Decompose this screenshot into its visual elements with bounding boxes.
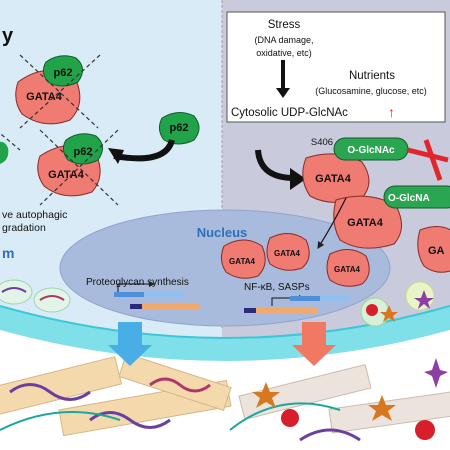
ogl-label-2: O-GlcNA <box>388 193 430 204</box>
right-secretion-arrow <box>292 322 336 366</box>
ogl-label-1: O-GlcNAc <box>347 145 395 156</box>
nuclear-gata4-label-2: GATA4 <box>274 249 300 258</box>
left-edge-label: m <box>2 245 14 261</box>
inhibition-bar <box>407 147 449 163</box>
nuclear-gata4-3: GATA4 <box>326 249 370 287</box>
s406-site-label: S406 <box>311 137 333 148</box>
increase-arrow-icon: ↑ <box>388 104 395 120</box>
nuclear-import-arrow <box>317 197 347 250</box>
p62-binding-arrowhead <box>108 148 124 164</box>
free-p62: p62 <box>158 112 200 145</box>
corner-letter: y <box>2 25 14 47</box>
gata4-label-top: GATA4 <box>26 91 63 103</box>
p62-label-middle: p62 <box>74 146 93 158</box>
extracellular-edge <box>0 330 450 365</box>
nuclear-gata4-1: GATA4 <box>220 239 266 279</box>
stress-down-arrowhead <box>276 88 290 98</box>
left-collagen-fibers <box>0 352 232 437</box>
gene-nfkb <box>244 295 350 313</box>
ogl-gata4-complex-1: GATA4 O-GlcNAc <box>302 137 409 203</box>
nuclear-gata4-label-3: GATA4 <box>334 265 360 274</box>
nutrients-title: Nutrients <box>349 70 395 82</box>
p62-binding-arrow <box>113 139 175 162</box>
stress-box <box>226 11 446 123</box>
gata4-partial-right: GA <box>417 226 450 273</box>
gata4-p62-complex-top: GATA4 p62 <box>15 54 101 129</box>
left-secretion-arrow <box>108 322 152 366</box>
udp-glcnac-label: Cytosolic UDP-GlcNAc <box>231 107 348 119</box>
right-collagen-fibers <box>229 364 450 442</box>
nfkb-label: NF-κB, SASPs <box>244 282 310 293</box>
inhibition-stem <box>423 139 443 181</box>
gata4-label-middle: GATA4 <box>48 169 85 181</box>
gata4-label-ogl2: GATA4 <box>347 217 384 229</box>
stress-title: Stress <box>268 19 301 31</box>
p62-label-top: p62 <box>54 67 73 79</box>
p62-label-free: p62 <box>170 122 189 134</box>
gata4-p62-complex-edge <box>0 132 21 164</box>
membrane-edge-top <box>0 305 450 339</box>
glcnac-to-gata4-arrowhead <box>290 168 306 190</box>
degradation-caption-line1: ve autophagic <box>2 209 67 221</box>
gata4-label-ogl1: GATA4 <box>315 173 352 185</box>
stress-line2: oxidative, etc) <box>256 48 312 58</box>
stress-line1: (DNA damage, <box>254 35 313 45</box>
gene-proteoglycan <box>114 281 200 309</box>
ogl-gata4-complex-2: GATA4 O-GlcNA <box>333 185 450 249</box>
protease-markers <box>252 281 448 440</box>
glcnac-to-gata4-arrow <box>255 149 295 181</box>
left-vesicles <box>0 279 71 313</box>
nucleus-label: Nucleus <box>197 225 248 240</box>
nuclear-gata4-label-1: GATA4 <box>229 257 255 266</box>
nutrients-detail: (Glucosamine, glucose, etc) <box>315 86 427 96</box>
degradation-caption-line2: gradation <box>2 222 46 234</box>
proteoglycan-label: Proteoglycan synthesis <box>86 277 189 288</box>
nuclear-gata4-2: GATA4 <box>266 233 310 271</box>
gata4-label-partial: GA <box>428 245 445 257</box>
gata4-p62-complex-middle: GATA4 p62 <box>37 129 119 206</box>
